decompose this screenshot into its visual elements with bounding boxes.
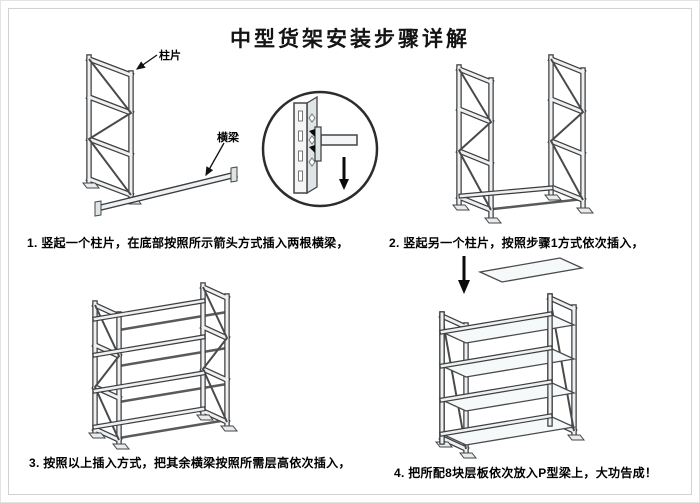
left-upright-frame (451, 64, 503, 224)
upright-frames (87, 282, 239, 450)
front-beams (439, 311, 553, 437)
figure-connection-detail (254, 87, 386, 215)
post-label: 柱片 (159, 50, 181, 62)
beam-hook-connector (309, 126, 358, 162)
loose-beam (94, 166, 238, 217)
figure-step2 (421, 47, 621, 229)
rack-beams-drawing (87, 282, 239, 450)
front-beams (92, 298, 206, 430)
figure-step1: 柱片 横梁 (31, 45, 271, 235)
place-panel-arrow-icon (458, 256, 470, 294)
bottom-front-beam (458, 185, 554, 199)
insert-arrow-icon (339, 157, 349, 190)
upright-frame (81, 54, 143, 205)
post-section (293, 95, 318, 195)
front-posts-over-panels (439, 293, 553, 445)
right-upright-frame (543, 54, 595, 214)
finished-rack-drawing (434, 256, 586, 459)
floating-shelf-panel (477, 257, 585, 283)
two-frames-drawing (451, 54, 595, 224)
bottom-back-beam (491, 197, 585, 211)
connection-detail-drawing (261, 90, 379, 208)
caption-step1: 1. 竖起一个柱片，在底部按照所示箭头方式插入两根横梁， (27, 236, 349, 250)
shelf-panels (439, 313, 577, 446)
page-title: 中型货架安装步骤详解 (230, 27, 470, 51)
figure-step4 (406, 254, 636, 462)
figure-step3 (59, 263, 289, 455)
caption-step4: 4. 把所配8块层板依次放入P型梁上，大功告成！ (394, 466, 658, 480)
upright-frame-drawing (81, 54, 238, 217)
leader-arrows (135, 54, 225, 177)
caption-step3: 3. 按照以上插入方式，把其余横梁按照所需层高依次插入， (29, 456, 351, 470)
back-beams (117, 310, 229, 440)
caption-step2: 2. 竖起另一个柱片，按照步骤1方式依次插入， (389, 236, 644, 250)
beam-label: 横梁 (217, 132, 239, 144)
